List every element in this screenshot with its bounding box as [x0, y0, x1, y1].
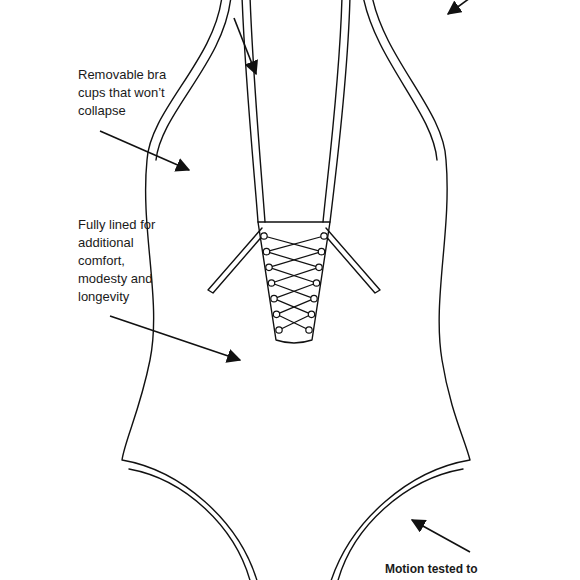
lace: [274, 299, 312, 315]
leader-arrow: [448, 0, 470, 14]
callout-label: Removable bra cups that won’t collapse: [78, 66, 178, 120]
lace: [269, 252, 322, 268]
lace: [272, 267, 320, 283]
eyelet: [318, 248, 324, 254]
neckline: [242, 0, 258, 222]
tie-string: [208, 228, 265, 293]
lacing: [261, 233, 327, 333]
eyelet: [306, 327, 312, 333]
binding-trim: [156, 0, 231, 160]
eyelet: [308, 311, 314, 317]
leader-arrow: [412, 520, 470, 552]
lace: [277, 299, 315, 315]
leader-arrow: [100, 131, 189, 170]
callout-label: Motion tested to: [385, 560, 545, 578]
leader-arrow: [234, 18, 256, 74]
eyelet: [263, 248, 269, 254]
swimsuit-outline: [122, 0, 470, 580]
leader-arrow: [110, 316, 240, 360]
lace: [269, 267, 317, 283]
lace: [272, 283, 315, 299]
lace: [267, 236, 325, 252]
eyelet: [273, 311, 279, 317]
callout-label: Fully lined for additional comfort, mode…: [78, 216, 176, 306]
eyelet: [261, 233, 267, 239]
eyelet: [313, 280, 319, 286]
lace: [267, 252, 320, 268]
binding-trim: [129, 469, 251, 580]
tie-string: [323, 228, 380, 293]
lacing-panel: [258, 222, 330, 343]
eyelet: [316, 264, 322, 270]
eyelet: [321, 233, 327, 239]
lace: [264, 236, 322, 252]
eyelet: [268, 280, 274, 286]
eyelet: [271, 295, 277, 301]
binding-trim: [363, 0, 437, 160]
binding-trim: [250, 0, 265, 222]
lace: [274, 283, 317, 299]
eyelet: [266, 264, 272, 270]
eyelet: [311, 295, 317, 301]
eyelet: [276, 327, 282, 333]
binding-trim: [323, 0, 342, 222]
